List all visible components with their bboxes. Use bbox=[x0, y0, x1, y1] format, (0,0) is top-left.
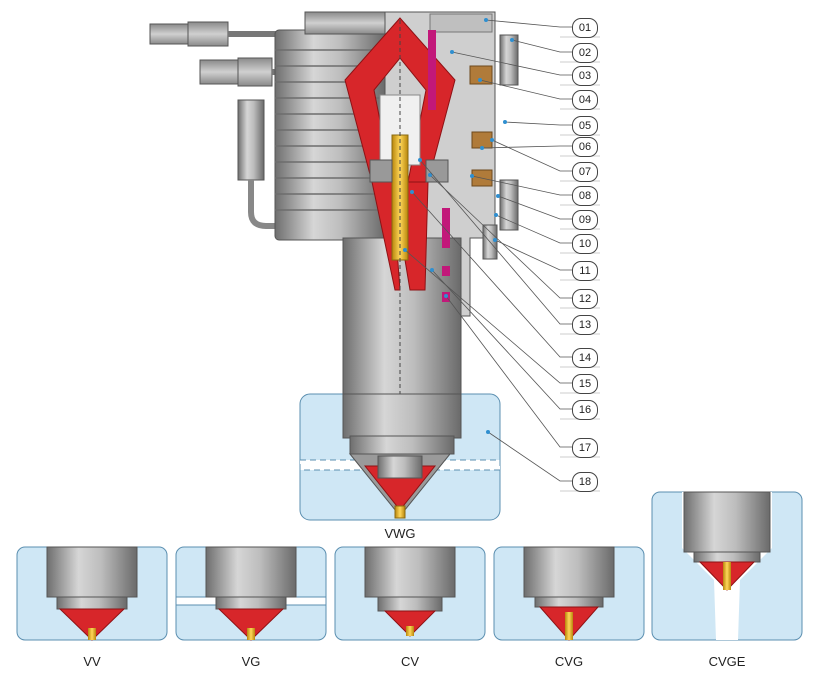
callout-anchor-dot bbox=[444, 294, 448, 298]
callout-05: 05 bbox=[572, 116, 598, 136]
callout-15: 15 bbox=[572, 374, 598, 394]
callout-anchor-dot bbox=[510, 38, 514, 42]
callout-18: 18 bbox=[572, 472, 598, 492]
callout-02: 02 bbox=[572, 43, 598, 63]
callout-leader bbox=[429, 174, 572, 299]
variant-label-cvge: CVGE bbox=[708, 654, 746, 669]
callout-09: 09 bbox=[572, 210, 598, 230]
callout-06: 06 bbox=[572, 137, 598, 157]
callout-13: 13 bbox=[572, 315, 598, 335]
callout-anchor-dot bbox=[493, 238, 497, 242]
variant-label-cv: CV bbox=[400, 654, 420, 669]
callout-anchor-dot bbox=[486, 430, 490, 434]
callout-01: 01 bbox=[572, 18, 598, 38]
callout-leader bbox=[431, 269, 572, 410]
callout-anchor-dot bbox=[503, 120, 507, 124]
variant-cv-panel bbox=[334, 546, 486, 641]
callout-leader bbox=[504, 121, 572, 126]
callout-14: 14 bbox=[572, 348, 598, 368]
callout-leader bbox=[471, 175, 572, 196]
callout-anchor-dot bbox=[403, 248, 407, 252]
callout-anchor-dot bbox=[450, 50, 454, 54]
variant-panels bbox=[16, 491, 803, 641]
vwg-panel bbox=[299, 393, 501, 521]
callout-anchor-dot bbox=[410, 190, 414, 194]
callout-leader bbox=[485, 19, 572, 28]
callout-leader bbox=[419, 159, 572, 325]
nozzle-shaft bbox=[342, 237, 462, 399]
callout-anchor-dot bbox=[496, 194, 500, 198]
callout-leader bbox=[491, 139, 572, 172]
callout-10: 10 bbox=[572, 234, 598, 254]
callout-anchor-dot bbox=[484, 18, 488, 22]
callout-leader bbox=[479, 79, 572, 100]
callout-03: 03 bbox=[572, 66, 598, 86]
callout-leader bbox=[495, 214, 572, 244]
variant-cvg-panel bbox=[493, 546, 645, 641]
callout-11: 11 bbox=[572, 261, 598, 281]
callout-leader bbox=[411, 191, 572, 358]
callout-anchor-dot bbox=[418, 158, 422, 162]
callout-16: 16 bbox=[572, 400, 598, 420]
callout-leader bbox=[451, 51, 572, 76]
callout-anchor-dot bbox=[480, 146, 484, 150]
callout-04: 04 bbox=[572, 90, 598, 110]
variant-label-vg: VG bbox=[241, 654, 261, 669]
callout-anchor-dot bbox=[494, 213, 498, 217]
main-tip-label: VWG bbox=[384, 526, 416, 541]
callout-anchor-dot bbox=[430, 268, 434, 272]
callout-anchor-dot bbox=[478, 78, 482, 82]
variant-cvge-panel bbox=[651, 491, 803, 641]
callout-leader bbox=[445, 295, 572, 448]
callout-leader bbox=[487, 431, 572, 482]
callout-anchor-dot bbox=[490, 138, 494, 142]
callout-leader bbox=[404, 249, 572, 384]
callout-07: 07 bbox=[572, 162, 598, 182]
variant-label-vv: VV bbox=[83, 654, 101, 669]
callout-anchor-dot bbox=[470, 174, 474, 178]
variant-label-cvg: CVG bbox=[554, 654, 584, 669]
variant-vg-panel bbox=[175, 546, 327, 641]
callout-leader bbox=[497, 195, 572, 220]
callout-08: 08 bbox=[572, 186, 598, 206]
callout-leader bbox=[494, 239, 572, 271]
callout-17: 17 bbox=[572, 438, 598, 458]
callout-leader bbox=[511, 39, 572, 53]
connector-cables bbox=[149, 21, 300, 229]
callout-anchor-dot bbox=[428, 173, 432, 177]
callout-12: 12 bbox=[572, 289, 598, 309]
variant-vv-panel bbox=[16, 546, 168, 641]
